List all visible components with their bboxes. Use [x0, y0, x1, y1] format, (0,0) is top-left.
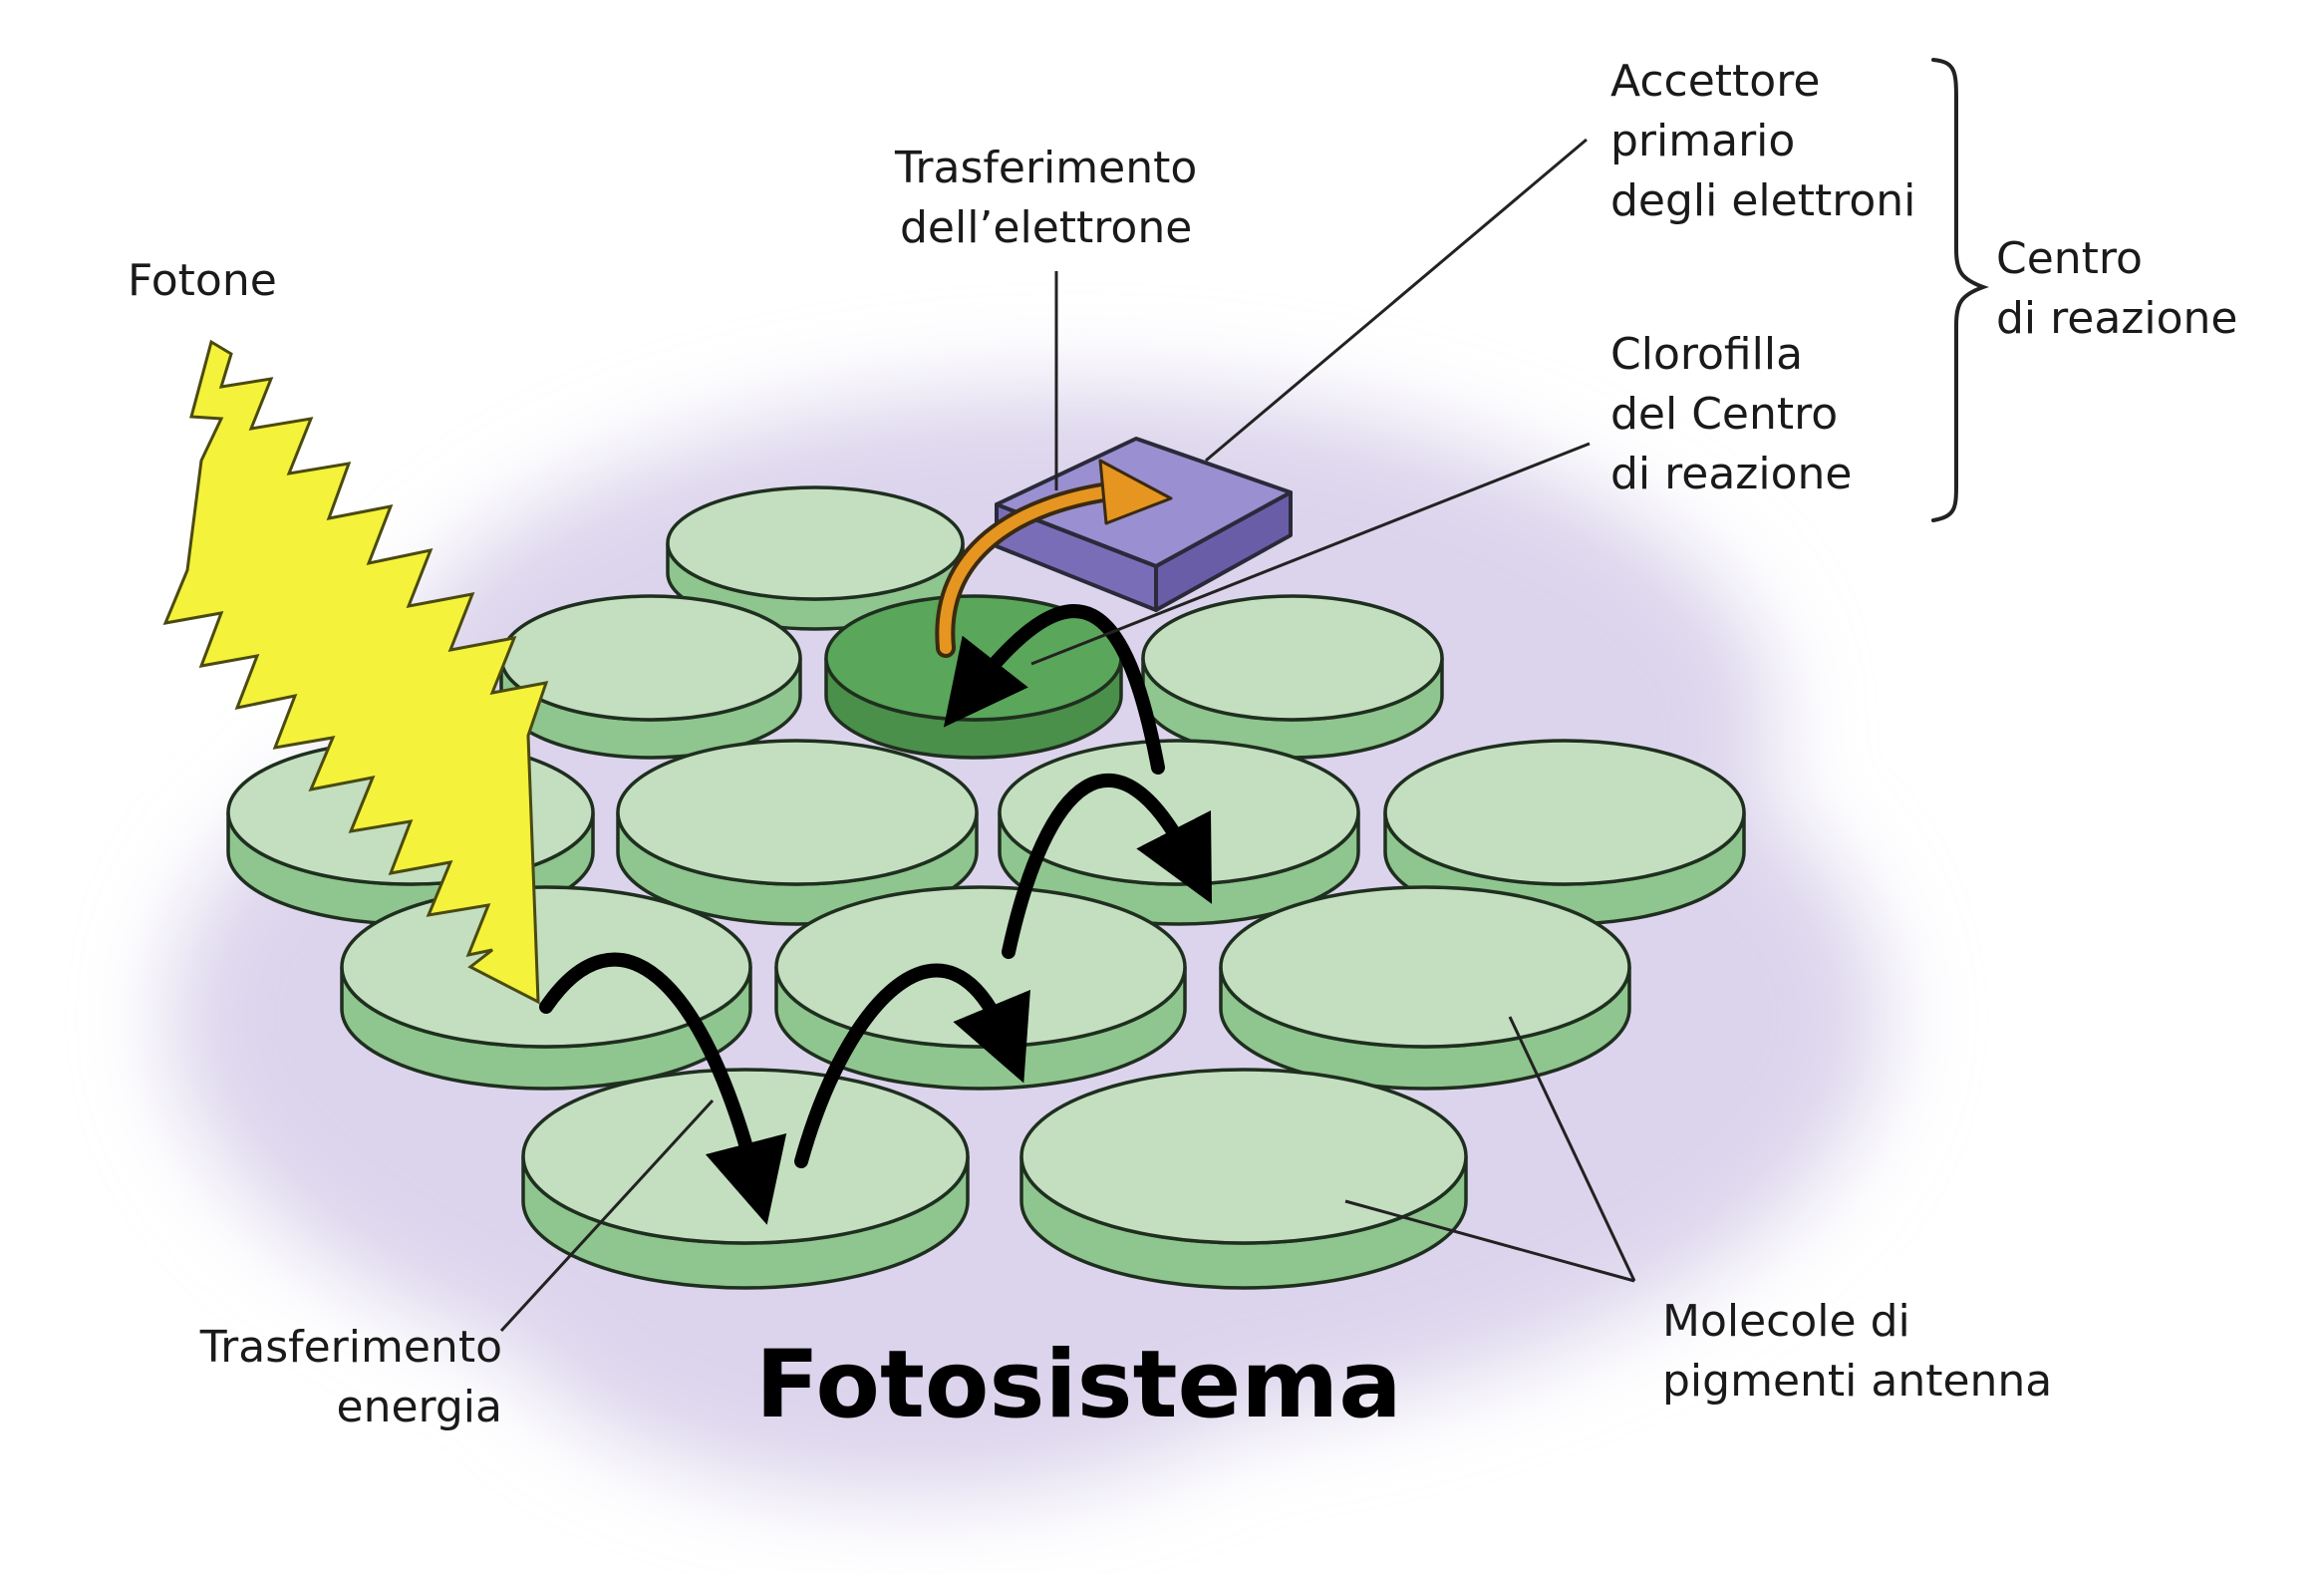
photosystem-title: Fotosistema — [755, 1331, 1402, 1439]
reaction-center-chlorophyll-label: Clorofilla del Centro di reazione — [1610, 329, 1853, 499]
antenna-pigment-disc — [1019, 1068, 1468, 1290]
disc-top — [340, 885, 752, 1049]
disc-top — [1219, 885, 1631, 1049]
antenna-pigment-disc — [521, 1068, 970, 1290]
disc-top — [499, 594, 802, 722]
leader-antenna-a — [1508, 1016, 1636, 1282]
energy-arrow-1 — [539, 952, 787, 1225]
disc-top — [1141, 594, 1444, 722]
disc-top — [774, 885, 1187, 1049]
reaction-center-label: Centro di reazione — [1996, 233, 2238, 344]
curly-brace-icon — [1931, 58, 1989, 522]
primary-acceptor-label: Accettore primario degli elettroni — [1610, 56, 1916, 226]
electron-arrowhead — [1098, 459, 1173, 525]
antenna-pigment-molecules-label: Molecole di pigmenti antenna — [1662, 1296, 2053, 1407]
disc-top — [1383, 739, 1746, 886]
energy-arrow-2 — [794, 963, 1030, 1168]
electron-transfer-label: Trasferimento dell’elettrone — [895, 143, 1198, 253]
antenna-pigment-discs — [226, 485, 1746, 1290]
electron-transfer-arrow — [935, 459, 1173, 658]
photon-lightning-bolt — [162, 339, 549, 1005]
disc-top — [616, 739, 979, 886]
leader-acceptor — [1205, 138, 1588, 463]
antenna-pigment-disc — [1219, 885, 1631, 1091]
disc-top — [1019, 1068, 1468, 1245]
antenna-pigment-disc — [1141, 594, 1444, 760]
leader-chlorophyll — [1030, 442, 1591, 666]
energy-arrow-3 — [1002, 773, 1213, 959]
energy-transfer-arrows — [539, 604, 1213, 1225]
antenna-pigment-disc — [499, 594, 802, 760]
photon-label: Fotone — [128, 255, 277, 306]
antenna-pigment-disc — [340, 885, 752, 1091]
leader-antenna-b — [1344, 1199, 1635, 1283]
leader-lines — [499, 138, 1636, 1333]
energy-arrow-4 — [943, 604, 1165, 775]
energy-transfer-label: Trasferimento energia — [199, 1322, 502, 1432]
leader-energy-transfer — [499, 1099, 715, 1333]
disc-top — [666, 485, 965, 601]
reaction-center-chlorophyll-disc — [824, 594, 1123, 760]
